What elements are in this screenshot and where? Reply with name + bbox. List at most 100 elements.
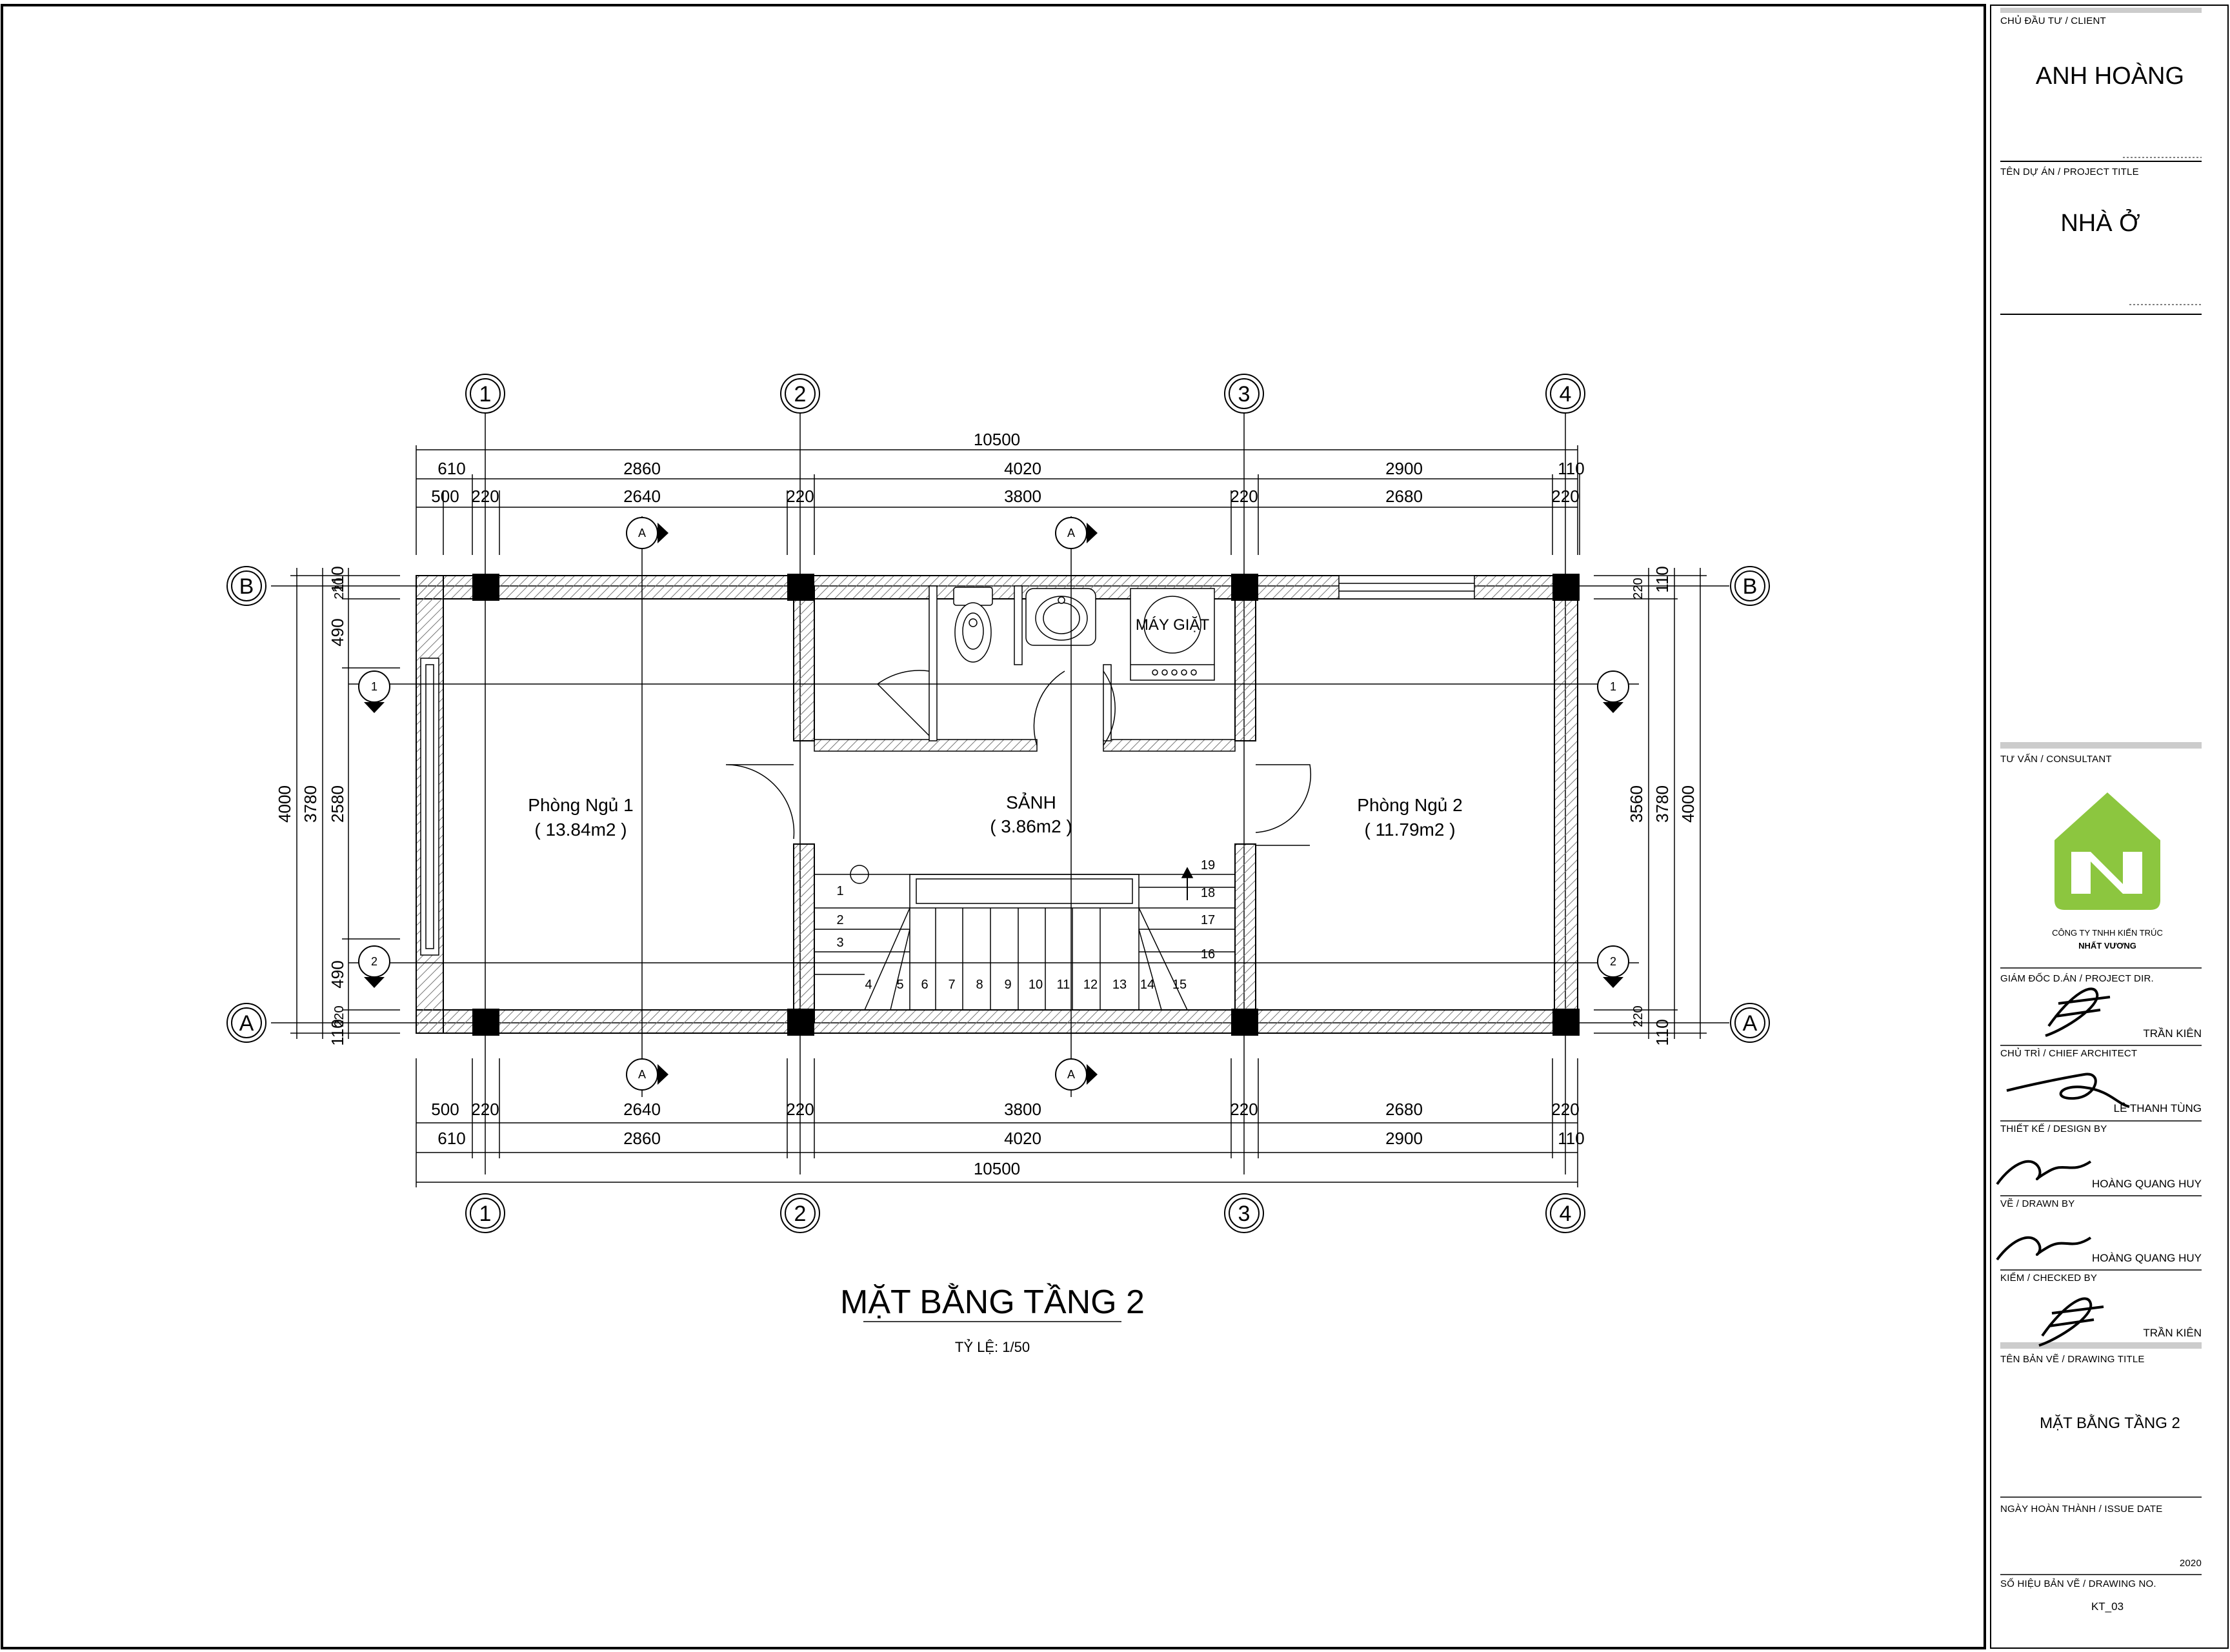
svg-text:1: 1 [1610,680,1616,693]
design-name: HOÀNG QUANG HUY [2091,1178,2202,1190]
title-block-border [1990,5,2229,1649]
client-name: ANH HOÀNG [2035,63,2185,90]
signature-chief-architect [2006,1073,2130,1108]
svg-text:2680: 2680 [1385,487,1423,506]
title-block-rules [2000,8,2202,1575]
chief-architect-name: LÊ THANH TÙNG [2113,1102,2202,1114]
signature-checked [2038,1297,2104,1347]
dimension-lines-left [290,568,400,1039]
company-name-line1: CÔNG TY TNHH KIẾN TRÚC [2052,928,2163,938]
drawn-name: HOÀNG QUANG HUY [2091,1252,2202,1264]
section-marker-labels: A A A A 1 1 2 2 [371,527,1616,1081]
signature-design [1996,1160,2092,1185]
section-lines [348,516,1639,1097]
dimension-lines-right [1594,568,1707,1039]
svg-text:610: 610 [437,459,465,478]
svg-text:12: 12 [1083,978,1098,992]
svg-text:220: 220 [471,487,499,506]
window-top [1338,575,1475,599]
drawing-title-label: TÊN BẢN VẼ / DRAWING TITLE [2000,1354,2145,1365]
svg-text:490: 490 [328,960,347,988]
svg-text:11: 11 [1057,978,1070,992]
room-name: Phòng Ngủ 2 [1357,795,1462,815]
doors [725,670,1312,846]
project-dir-label: GIÁM ĐỐC D.ÁN / PROJECT DIR. [2000,973,2154,984]
svg-text:10: 10 [1029,978,1043,992]
svg-text:2860: 2860 [623,459,661,478]
svg-text:4000: 4000 [1678,785,1698,823]
svg-text:2: 2 [1610,955,1616,968]
svg-text:2: 2 [794,382,807,407]
svg-text:1: 1 [836,884,843,898]
project-name: NHÀ Ở [2060,210,2140,237]
dimension-text-top: 10500 610 2860 4020 2900 110 500 220 264… [431,430,1584,506]
svg-text:110: 110 [1652,566,1672,592]
svg-text:6: 6 [921,978,928,992]
drawn-label: VẼ / DRAWN BY [2000,1198,2075,1209]
sheet-border [1,4,1986,1649]
checked-name: TRẦN KIÊN [2143,1327,2202,1339]
consultant-label: TƯ VẤN / CONSULTANT [2000,754,2112,765]
washing-machine [1130,588,1215,681]
svg-text:4020: 4020 [1004,1129,1041,1148]
svg-text:A: A [239,1011,254,1036]
svg-text:220: 220 [1230,487,1258,506]
svg-text:4: 4 [865,978,872,992]
svg-text:2: 2 [794,1202,807,1226]
svg-text:A: A [638,1068,646,1081]
svg-text:4020: 4020 [1004,459,1041,478]
svg-text:610: 610 [437,1129,465,1148]
room-name: Phòng Ngủ 1 [528,795,633,815]
svg-text:4000: 4000 [275,785,294,823]
svg-text:A: A [1743,1011,1758,1036]
svg-text:A: A [638,527,646,539]
room-area: ( 13.84m2 ) [534,820,627,840]
svg-text:1: 1 [479,382,492,407]
checked-label: KIỂM / CHECKED BY [2000,1273,2098,1284]
svg-text:13: 13 [1112,978,1127,992]
drawing-title: MẶT BẰNG TẦNG 2 [2040,1415,2180,1432]
plan-scale: TỶ LỆ: 1/50 [955,1339,1030,1355]
svg-text:220: 220 [471,1100,499,1119]
dimension-lines-top [416,445,1580,555]
sink-fixture [1025,588,1096,646]
svg-text:500: 500 [431,1100,459,1119]
plan-title: MẶT BẰNG TẦNG 2 [840,1283,1145,1321]
window-left [420,658,439,956]
room-area: ( 11.79m2 ) [1364,820,1455,840]
svg-text:3: 3 [836,936,843,950]
svg-text:3560: 3560 [1627,785,1646,823]
grid-lines [271,410,1729,1174]
svg-text:3800: 3800 [1004,487,1041,506]
svg-text:3: 3 [1238,382,1251,407]
svg-text:15: 15 [1172,978,1187,992]
room-name: SẢNH [1006,792,1056,812]
svg-text:220: 220 [1551,1100,1579,1119]
svg-text:2: 2 [371,955,377,968]
signature-drawn [1996,1236,2092,1261]
svg-text:2640: 2640 [623,487,661,506]
project-dir-name: TRẦN KIÊN [2143,1027,2202,1040]
svg-text:16: 16 [1201,947,1215,962]
svg-text:4: 4 [1560,382,1572,407]
client-label: CHỦ ĐẦU TƯ / CLIENT [2000,15,2106,26]
company-logo [2054,792,2160,910]
grid-bubbles [226,374,1770,1233]
stair-numbers: 1 2 3 4 5 6 7 8 9 10 11 12 13 14 15 16 1… [836,858,1215,992]
svg-text:10500: 10500 [974,1159,1020,1178]
staircase [814,865,1236,1011]
svg-text:220: 220 [1230,1100,1258,1119]
svg-text:8: 8 [976,978,983,992]
signatures [1996,987,2130,1347]
svg-text:220: 220 [1631,1005,1645,1027]
svg-text:B: B [239,574,254,599]
svg-text:1: 1 [479,1202,492,1226]
svg-text:220: 220 [332,578,347,599]
svg-text:4: 4 [1560,1202,1572,1226]
svg-text:14: 14 [1140,978,1154,992]
dimension-lines-bottom [416,1058,1578,1187]
svg-text:220: 220 [1631,578,1645,599]
drawing-no-label: SỐ HIỆU BẢN VẼ / DRAWING NO. [2000,1578,2156,1589]
svg-text:2580: 2580 [328,785,347,823]
